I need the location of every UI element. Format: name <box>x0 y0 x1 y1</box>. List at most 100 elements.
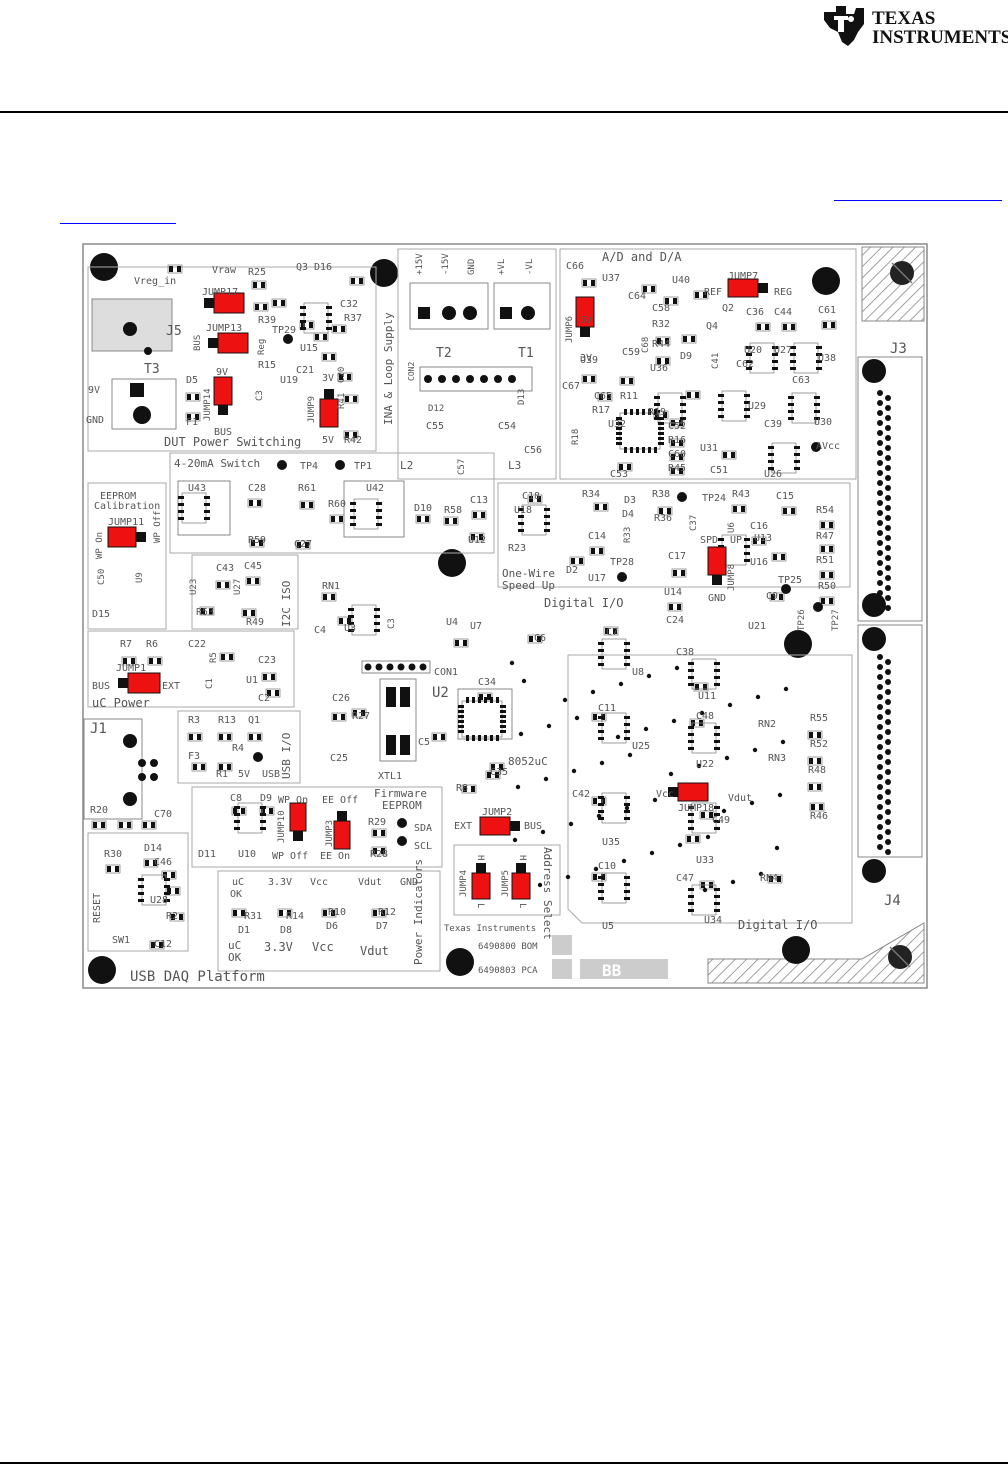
label-c27: C27 <box>294 539 312 550</box>
connector-pin <box>877 420 883 426</box>
label-bus_a: BUS <box>193 335 203 351</box>
via <box>730 879 736 885</box>
component-pad <box>617 462 633 472</box>
connector-pin <box>885 689 891 695</box>
label-uc8052: 8052uC <box>508 755 548 768</box>
link-underline-2[interactable] <box>60 223 176 224</box>
label-r61: R61 <box>298 483 316 494</box>
component-pad <box>215 580 231 590</box>
label-ee_off: EE Off <box>322 795 358 806</box>
label-c53: C53 <box>610 469 628 480</box>
label-5v_b: 5V <box>580 315 592 326</box>
label-reset: RESET <box>92 893 103 923</box>
label-9v_a: 9V <box>88 385 100 396</box>
label-ok_a: OK <box>230 889 242 900</box>
label-r10: R10 <box>328 907 346 918</box>
label-vdut_c: Vdut <box>360 944 389 958</box>
label-c38: C38 <box>676 647 694 658</box>
label-digital_io_b: Digital I/O <box>738 918 817 932</box>
via <box>749 800 755 806</box>
label-r44: R44 <box>652 339 670 350</box>
connector-pin <box>885 425 891 431</box>
label-r28: R28 <box>370 849 388 860</box>
via <box>755 694 761 700</box>
jumper <box>668 782 709 802</box>
component-pad <box>819 544 835 554</box>
label-u35: U35 <box>602 837 620 848</box>
label-r34: R34 <box>582 489 600 500</box>
ic-package <box>598 792 630 824</box>
label-3v3_b: 3.3V <box>264 940 293 954</box>
label-r5: R5 <box>209 652 219 663</box>
label-tp27: TP27 <box>831 609 841 631</box>
label-sw1: SW1 <box>112 935 130 946</box>
via <box>677 842 683 848</box>
label-r36: R36 <box>654 513 672 524</box>
via <box>721 808 727 814</box>
component-pad <box>147 656 163 666</box>
label-u40: U40 <box>672 275 690 286</box>
label-reg_b: REG <box>774 287 792 298</box>
ic-package <box>350 498 382 530</box>
label-jump9: JUMP9 <box>307 396 317 423</box>
component-pad <box>185 412 201 422</box>
component-pad <box>321 592 337 602</box>
component-pad <box>819 596 835 606</box>
label-d11: D11 <box>198 849 216 860</box>
header-pin <box>364 663 372 671</box>
component-pad <box>141 820 157 830</box>
ic-package <box>348 604 380 636</box>
label-jump4: JUMP4 <box>459 870 469 897</box>
label-c44: C44 <box>774 307 792 318</box>
component-pad <box>767 874 783 884</box>
label-q2: Q2 <box>722 303 734 314</box>
label-d5: D5 <box>186 375 198 386</box>
label-jump14: JUMP14 <box>203 388 213 421</box>
label-c7: C7 <box>606 627 618 638</box>
label-r45: R45 <box>668 463 686 474</box>
label-ma_switch: 4-20mA Switch <box>174 457 260 470</box>
label-u29: U29 <box>748 401 766 412</box>
component-pad <box>819 570 835 580</box>
link-underline-1[interactable] <box>834 200 1002 201</box>
label-ref: REF <box>704 287 722 298</box>
label-ext_a: EXT <box>162 681 180 692</box>
connector-pin <box>877 654 883 660</box>
label-vdut_a: Vdut <box>728 793 752 804</box>
label-u16: U16 <box>750 557 768 568</box>
label-c18: C18 <box>522 491 540 502</box>
label-r29: R29 <box>368 817 386 828</box>
jumper <box>479 816 520 836</box>
ic-package <box>688 658 720 690</box>
label-gnd_b: GND <box>467 259 477 275</box>
label-d6: D6 <box>326 921 338 932</box>
label-c64: C64 <box>628 291 646 302</box>
component-pad <box>199 606 215 616</box>
connector-pin <box>885 719 891 725</box>
via <box>696 763 702 769</box>
ic-package <box>688 722 720 754</box>
label-r48: R48 <box>808 765 826 776</box>
component-pad <box>453 638 469 648</box>
label-c35: C35 <box>490 767 508 778</box>
via <box>518 731 524 737</box>
component-pad <box>603 626 619 636</box>
via <box>521 678 527 684</box>
label-d7: D7 <box>376 921 388 932</box>
label-c57: C57 <box>457 459 467 475</box>
connector-pin <box>877 470 883 476</box>
label-h_b: H <box>517 855 527 860</box>
label-jump18: JUMP18 <box>678 803 714 814</box>
label-c14: C14 <box>588 531 606 542</box>
component-pad <box>247 498 263 508</box>
ic-package <box>688 884 720 916</box>
connector-pin <box>885 545 891 551</box>
label-r49: R49 <box>246 617 264 628</box>
component-pad <box>731 504 747 514</box>
label-c3: C3 <box>255 390 265 401</box>
label-5v_c: 5V <box>238 769 250 780</box>
test-point <box>811 442 821 452</box>
bb-logo: BB <box>602 961 622 980</box>
label-r25: R25 <box>248 267 266 278</box>
component-pad <box>185 392 201 402</box>
